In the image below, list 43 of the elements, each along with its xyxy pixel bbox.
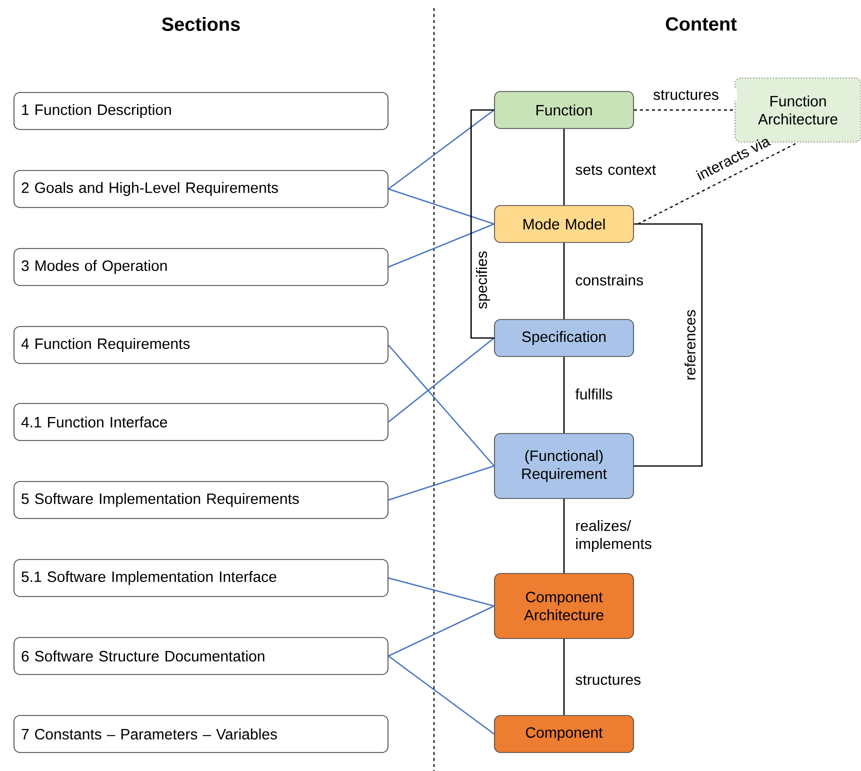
connector	[563, 638, 565, 716]
edge-label: references	[684, 310, 696, 380]
section-box: 1 Function Description	[14, 92, 388, 130]
connector	[563, 242, 565, 320]
connector	[563, 356, 565, 434]
section-box: 5.1 Software Implementation Interface	[14, 559, 388, 597]
connector	[388, 605, 494, 657]
connector	[388, 577, 494, 607]
section-box: 7 Constants – Parameters – Variables	[14, 715, 388, 753]
content-box: Component Architecture	[494, 573, 634, 639]
content-box: Function	[494, 91, 634, 129]
section-box: 3 Modes of Operation	[14, 248, 388, 286]
content-box: (Functional) Requirement	[494, 433, 634, 499]
section-box: 4 Function Requirements	[14, 326, 388, 364]
connector	[470, 109, 494, 339]
section-box: 4.1 Function Interface	[14, 403, 388, 441]
connector	[388, 338, 495, 423]
edge-label: constrains	[576, 274, 643, 286]
connector	[388, 655, 494, 735]
connector	[388, 344, 495, 466]
connector	[634, 223, 703, 467]
column-heading: Sections	[162, 17, 240, 31]
edge-label: structures	[576, 675, 640, 685]
content-box: Specification	[494, 319, 634, 357]
edge-label: fulfills	[575, 388, 612, 400]
connector	[388, 465, 494, 501]
edge-label: structures	[654, 90, 718, 100]
connector	[634, 109, 735, 111]
edge-label: realizes/ implements	[576, 520, 652, 552]
connector	[388, 223, 494, 268]
edge-label: specifies	[476, 251, 490, 309]
connector	[563, 128, 565, 206]
section-box: 2 Goals and High-Level Requirements	[14, 170, 388, 208]
content-box: Component	[494, 715, 634, 753]
section-box: 6 Software Structure Documentation	[14, 637, 388, 675]
column-heading: Content	[666, 17, 737, 31]
connector	[638, 142, 798, 225]
content-box: Mode Model	[494, 205, 634, 243]
connector	[388, 188, 494, 225]
edge-label: sets context	[576, 165, 656, 175]
connector	[563, 498, 565, 574]
section-box: 5 Software Implementation Requirements	[14, 481, 388, 519]
connector	[388, 109, 494, 190]
